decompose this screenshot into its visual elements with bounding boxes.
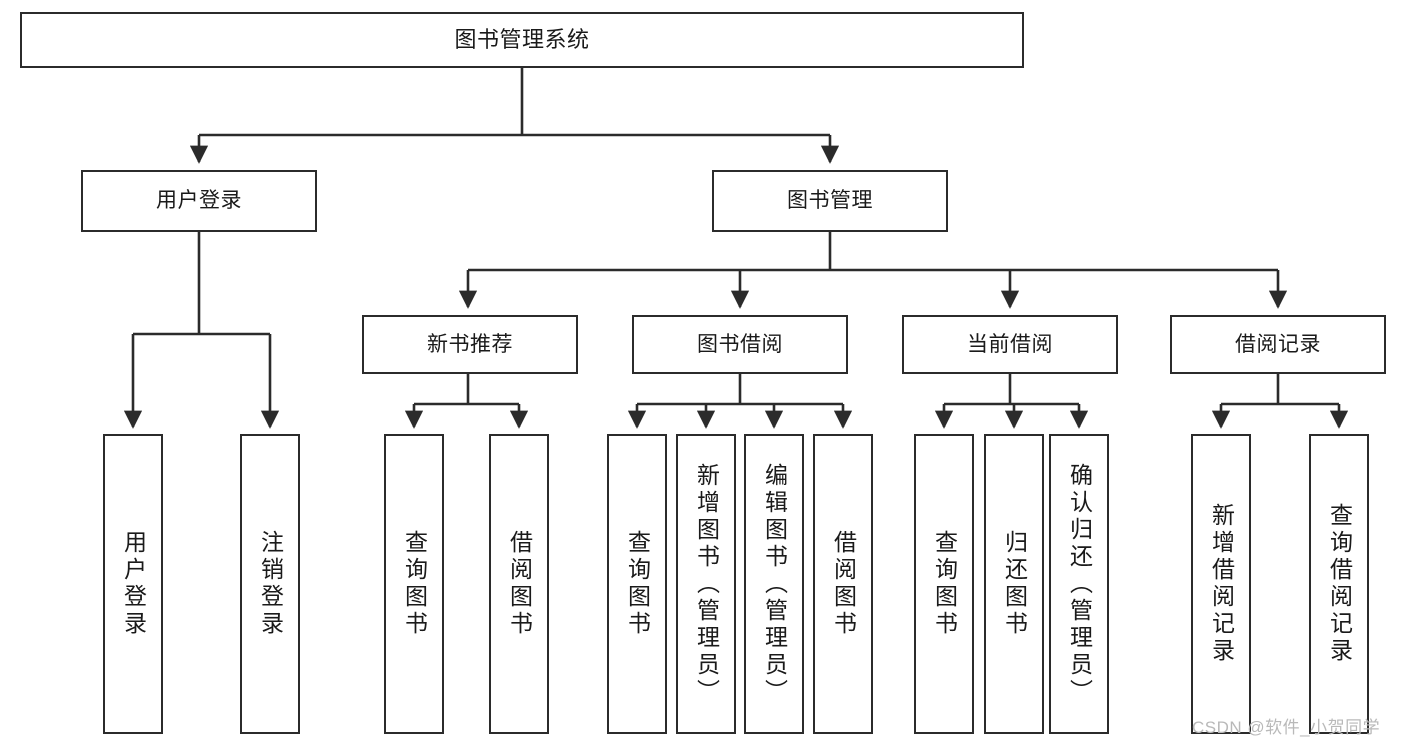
node-label: 当前借阅 <box>967 332 1053 356</box>
node-label: 图书管理 <box>787 189 873 213</box>
leaf-borrow-add-book-admin[interactable]: 新增图书（管理员） <box>676 434 736 734</box>
node-label: 图书管理系统 <box>454 26 590 52</box>
node-label: 用户登录 <box>120 530 147 638</box>
node-label: 图书借阅 <box>697 332 783 356</box>
leaf-current-query-book[interactable]: 查询图书 <box>914 434 974 734</box>
node-root-book-management-system[interactable]: 图书管理系统 <box>20 12 1024 68</box>
node-label: 查询图书 <box>624 530 651 638</box>
node-label: 查询图书 <box>401 530 428 638</box>
node-label: 借阅图书 <box>830 530 857 638</box>
node-label: 新书推荐 <box>427 332 513 356</box>
leaf-current-confirm-return-admin[interactable]: 确认归还（管理员） <box>1049 434 1109 734</box>
csdn-watermark: CSDN @软件_小贺同学 <box>1192 718 1381 737</box>
node-label: 用户登录 <box>156 189 242 213</box>
leaf-current-return-book[interactable]: 归还图书 <box>984 434 1044 734</box>
node-label: 新增借阅记录 <box>1208 503 1235 665</box>
leaf-record-query-record[interactable]: 查询借阅记录 <box>1309 434 1369 734</box>
node-label: 注销登录 <box>257 530 284 638</box>
leaf-record-add-record[interactable]: 新增借阅记录 <box>1191 434 1251 734</box>
node-book-management[interactable]: 图书管理 <box>712 170 948 232</box>
leaf-new-book-borrow[interactable]: 借阅图书 <box>489 434 549 734</box>
node-label: 确认归还（管理员） <box>1066 462 1093 706</box>
node-label: 新增图书（管理员） <box>693 462 720 706</box>
leaf-new-book-query[interactable]: 查询图书 <box>384 434 444 734</box>
node-user-login[interactable]: 用户登录 <box>81 170 317 232</box>
node-label: 归还图书 <box>1001 530 1028 638</box>
leaf-borrow-edit-book-admin[interactable]: 编辑图书（管理员） <box>744 434 804 734</box>
leaf-user-login-login[interactable]: 用户登录 <box>103 434 163 734</box>
node-label: 编辑图书（管理员） <box>761 462 788 706</box>
node-new-book-recommend[interactable]: 新书推荐 <box>362 315 578 374</box>
node-label: 查询借阅记录 <box>1326 503 1353 665</box>
node-label: 借阅图书 <box>506 530 533 638</box>
node-borrow-record[interactable]: 借阅记录 <box>1170 315 1386 374</box>
leaf-borrow-borrow-book[interactable]: 借阅图书 <box>813 434 873 734</box>
leaf-user-login-logout[interactable]: 注销登录 <box>240 434 300 734</box>
node-label: 借阅记录 <box>1235 332 1321 356</box>
leaf-borrow-query-book[interactable]: 查询图书 <box>607 434 667 734</box>
node-current-borrow[interactable]: 当前借阅 <box>902 315 1118 374</box>
node-label: 查询图书 <box>931 530 958 638</box>
node-book-borrow[interactable]: 图书借阅 <box>632 315 848 374</box>
